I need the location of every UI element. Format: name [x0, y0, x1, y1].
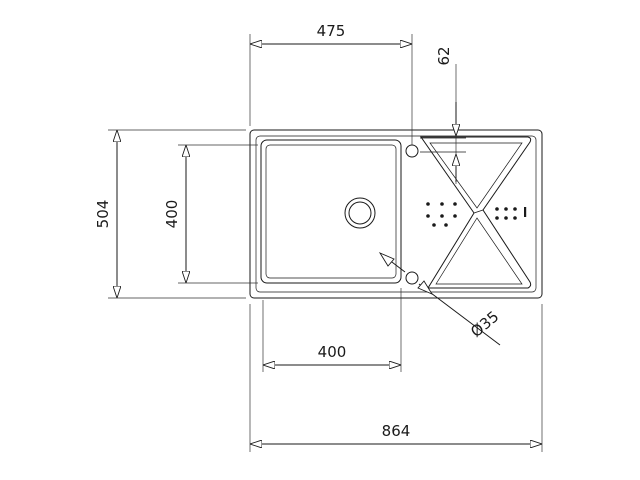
perforation-dot	[444, 223, 448, 227]
dim-label-400-horizontal: 400	[318, 343, 347, 361]
drainer-board	[420, 136, 532, 289]
perforation-dot	[453, 202, 457, 206]
perforation-dot	[440, 214, 444, 218]
bowl-outer	[260, 139, 402, 284]
dim-400-vertical: 400	[163, 145, 186, 283]
drainer-outline	[420, 136, 532, 289]
main-bowl	[260, 139, 402, 284]
sink-outer-edge	[249, 129, 543, 299]
dim-label-504: 504	[94, 200, 112, 229]
leader-arrow	[378, 252, 395, 267]
dim-400-horizontal: 400	[263, 343, 401, 365]
sink-outline	[249, 129, 543, 299]
perforation-dot	[495, 216, 499, 220]
drainer-perforations-right	[495, 207, 527, 220]
perforation-dot	[504, 207, 508, 211]
dim-864: 864	[250, 422, 542, 444]
overflow-hole	[405, 271, 419, 285]
dim-label-62: 62	[435, 46, 453, 65]
perforation-dot	[504, 216, 508, 220]
dim-label-475: 475	[317, 22, 346, 40]
perforation-dot	[495, 207, 499, 211]
dim-label-864: 864	[382, 422, 411, 440]
perforation-dot	[513, 207, 517, 211]
perforation-dot	[440, 202, 444, 206]
perforation-dot	[426, 214, 430, 218]
drainer-upper-facet	[429, 142, 523, 209]
sink-inner-rim	[255, 135, 537, 293]
perforation-dot	[426, 202, 430, 206]
drain-inner-ring	[348, 201, 372, 225]
drainer-center-ridge	[473, 209, 484, 214]
drainer-lower-facet	[435, 217, 523, 285]
bowl-inner	[265, 144, 397, 279]
perforation-dot	[453, 214, 457, 218]
leader-arrow	[417, 280, 434, 295]
extension-lines	[108, 34, 543, 452]
drainer-slot	[524, 207, 527, 217]
dim-475: 475	[250, 22, 412, 44]
dim-62: 62	[420, 46, 466, 182]
dim-504: 504	[94, 130, 117, 298]
tap-hole	[405, 144, 419, 158]
dim-label-diameter: Ø35	[467, 307, 502, 341]
dim-label-400-vertical: 400	[163, 200, 181, 229]
perforation-dot	[432, 223, 436, 227]
drainer-perforations-left	[426, 202, 457, 227]
perforation-dot	[513, 216, 517, 220]
